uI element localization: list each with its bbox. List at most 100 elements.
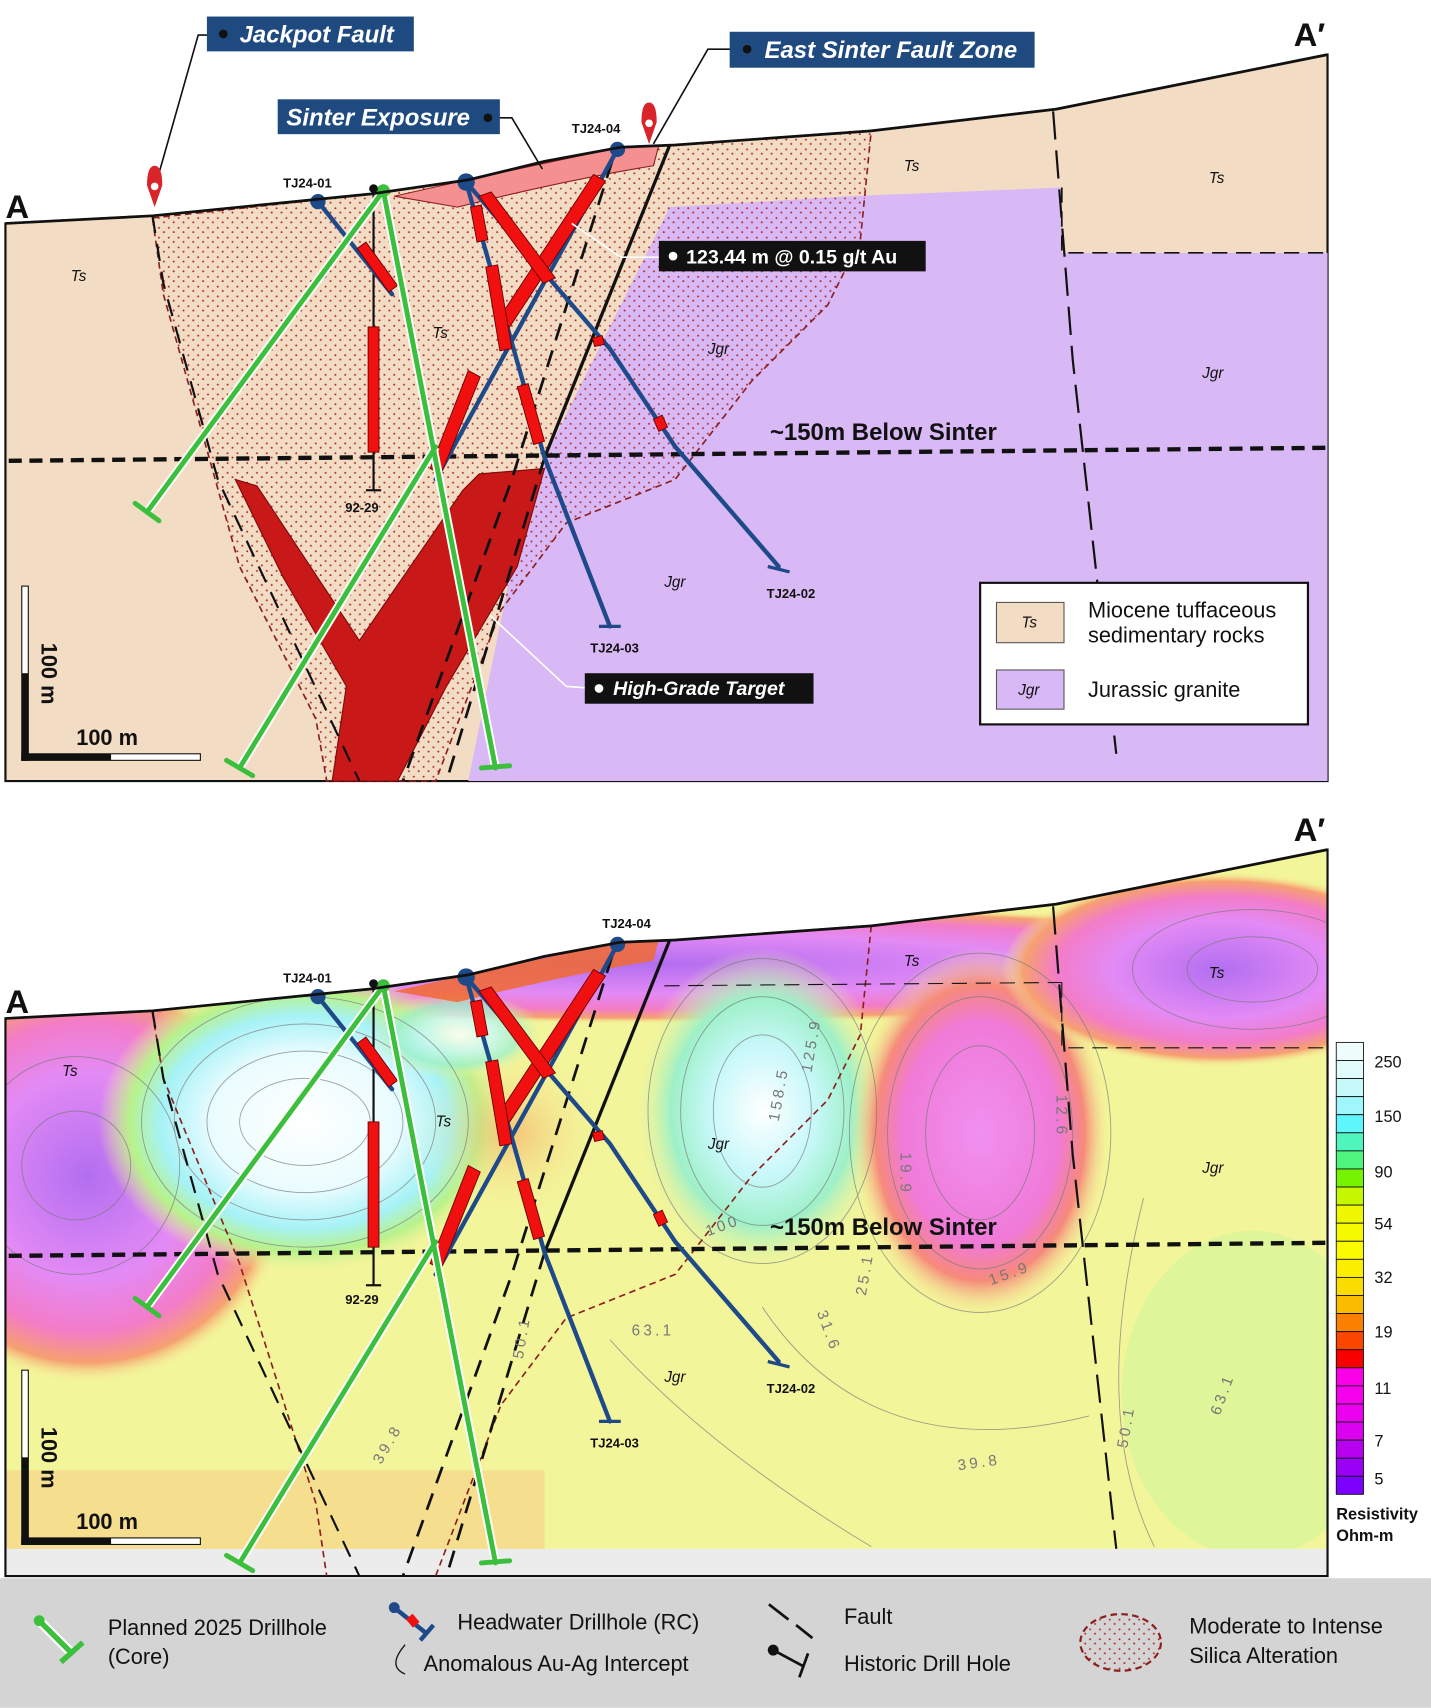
colorbar-tick-label: 54 — [1374, 1216, 1392, 1234]
colorbar-cell — [1335, 1403, 1364, 1423]
legend-fault: Fault — [768, 1603, 892, 1640]
svg-text:High-Grade Target: High-Grade Target — [613, 678, 786, 700]
unit-label-ts: Ts — [432, 325, 448, 342]
unit-label-ts: Ts — [1209, 170, 1225, 187]
unit-label-ts: Ts — [904, 953, 920, 970]
scale-bar: 100 m 100 m — [21, 1369, 201, 1545]
geology-legend: Ts Miocene tuffaceous sedimentary rocks … — [979, 581, 1310, 726]
below-sinter-label: ~150m Below Sinter — [770, 419, 997, 446]
svg-text:Fault: Fault — [844, 1604, 892, 1629]
colorbar-cell — [1335, 1421, 1364, 1441]
unit-label-jgr: Jgr — [663, 1369, 686, 1386]
colorbar-tick-label: 90 — [1374, 1163, 1392, 1181]
colorbar-cell — [1335, 1475, 1364, 1495]
svg-text:63.1: 63.1 — [632, 1322, 675, 1339]
colorbar-title: Resistivity — [1336, 1505, 1418, 1523]
svg-text:100 m: 100 m — [76, 1509, 138, 1534]
colorbar-tick-label: 150 — [1374, 1108, 1401, 1126]
svg-text:Silica Alteration: Silica Alteration — [1189, 1643, 1338, 1668]
below-sinter-label: ~150m Below Sinter — [770, 1214, 997, 1241]
svg-text:19.9: 19.9 — [897, 1152, 914, 1195]
unit-label-ts: Ts — [436, 1113, 452, 1130]
below-sinter-line — [8, 1240, 1328, 1259]
colorbar-tick-label: 32 — [1374, 1269, 1392, 1287]
colorbar-tick-label: 11 — [1374, 1380, 1391, 1398]
unit-label-ts: Ts — [62, 1063, 78, 1080]
hole-label-tj24-01: TJ24-01 — [283, 176, 332, 191]
svg-text:Historic Drill Hole: Historic Drill Hole — [844, 1651, 1011, 1676]
legend-silica-alteration: Moderate to Intense Silica Alteration — [1079, 1613, 1383, 1672]
colorbar-tick-label: 7 — [1374, 1432, 1383, 1450]
svg-text:39.8: 39.8 — [957, 1452, 1002, 1475]
svg-text:Headwater Drillhole (RC): Headwater Drillhole (RC) — [457, 1609, 699, 1634]
colorbar-cell — [1335, 1331, 1364, 1351]
colorbar-cell — [1335, 1041, 1364, 1061]
svg-text:Jurassic granite: Jurassic granite — [1088, 677, 1240, 702]
legend-swatch-jgr — [995, 669, 1065, 710]
unit-label-jgr: Jgr — [1201, 365, 1224, 382]
colorbar-cell — [1335, 1222, 1364, 1242]
svg-text:123.44 m @ 0.15 g/t Au: 123.44 m @ 0.15 g/t Au — [686, 247, 897, 269]
colorbar-cell — [1335, 1168, 1364, 1188]
colorbar-cell — [1335, 1349, 1364, 1369]
colorbar-cell — [1335, 1150, 1364, 1170]
colorbar-cell — [1335, 1240, 1364, 1260]
hole-label-tj24-04: TJ24-04 — [572, 121, 621, 136]
section-start-label: A — [5, 983, 29, 1020]
hole-label-92-29: 92-29 — [345, 500, 378, 515]
headwater-drillhole-icon — [388, 1602, 436, 1642]
svg-text:Moderate to Intense: Moderate to Intense — [1189, 1614, 1383, 1639]
colorbar-cell — [1335, 1457, 1364, 1477]
callout-east-sinter-fault-zone: East Sinter Fault Zone — [652, 31, 1035, 145]
hole-label-tj24-01: TJ24-01 — [283, 971, 332, 986]
fault-icon — [768, 1603, 814, 1640]
section-end-label: A′ — [1294, 811, 1326, 848]
colorbar-cell — [1335, 1295, 1364, 1315]
svg-text:12.6: 12.6 — [1052, 1095, 1069, 1138]
colorbar-cell — [1335, 1385, 1364, 1405]
svg-text:(Core): (Core) — [108, 1644, 170, 1669]
colorbar-tick-label: 250 — [1374, 1053, 1401, 1071]
high-grade-target-zone — [234, 467, 546, 782]
legend-historic-drillhole: Historic Drill Hole — [767, 1644, 1011, 1678]
historic-drillhole-icon — [767, 1644, 810, 1678]
svg-text:Anomalous Au-Ag Intercept: Anomalous Au-Ag Intercept — [424, 1651, 689, 1676]
unit-label-jgr: Jgr — [707, 341, 730, 358]
svg-text:Jgr: Jgr — [1017, 682, 1040, 699]
callout-intercept: 123.44 m @ 0.15 g/t Au — [571, 222, 926, 272]
colorbar-cell — [1335, 1060, 1364, 1079]
unit-label-ts: Ts — [71, 268, 87, 285]
colorbar-cell — [1335, 1132, 1364, 1152]
svg-text:East Sinter Fault Zone: East Sinter Fault Zone — [765, 37, 1018, 64]
section-start-label: A — [5, 188, 29, 225]
colorbar-cell — [1335, 1367, 1364, 1387]
colorbar-cell — [1335, 1096, 1364, 1116]
callout-jackpot-fault: Jackpot Fault — [151, 16, 414, 197]
scale-bar: 100 m 100 m — [21, 585, 201, 761]
legend-planned-drillhole: Planned 2025 Drillhole (Core) — [33, 1615, 327, 1669]
legend-swatch-ts — [995, 601, 1065, 644]
svg-text:Jackpot Fault: Jackpot Fault — [240, 22, 395, 49]
below-sinter-line — [8, 445, 1328, 464]
ground-surface — [5, 848, 1328, 1020]
colorbar-cell — [1335, 1114, 1364, 1134]
section-end-label: A′ — [1294, 16, 1326, 53]
callout-high-grade-target: High-Grade Target — [489, 614, 814, 704]
svg-text:100 m: 100 m — [76, 725, 138, 750]
colorbar-unit: Ohm-m — [1336, 1527, 1393, 1545]
hole-label-tj24-04: TJ24-04 — [602, 916, 651, 931]
svg-text:Miocene tuffaceous: Miocene tuffaceous — [1088, 598, 1276, 623]
svg-text:Planned 2025 Drillhole: Planned 2025 Drillhole — [108, 1615, 327, 1640]
svg-text:Ts: Ts — [1022, 614, 1038, 631]
colorbar-tick-label: 5 — [1374, 1471, 1383, 1489]
hole-label-tj24-02: TJ24-02 — [767, 586, 816, 601]
colorbar-cell — [1335, 1204, 1364, 1224]
hole-label-tj24-03: TJ24-03 — [590, 641, 639, 656]
colorbar-cell — [1335, 1313, 1364, 1333]
resistivity-contours — [5, 909, 1328, 1548]
ground-surface — [5, 53, 1328, 225]
colorbar-cell — [1335, 1186, 1364, 1206]
